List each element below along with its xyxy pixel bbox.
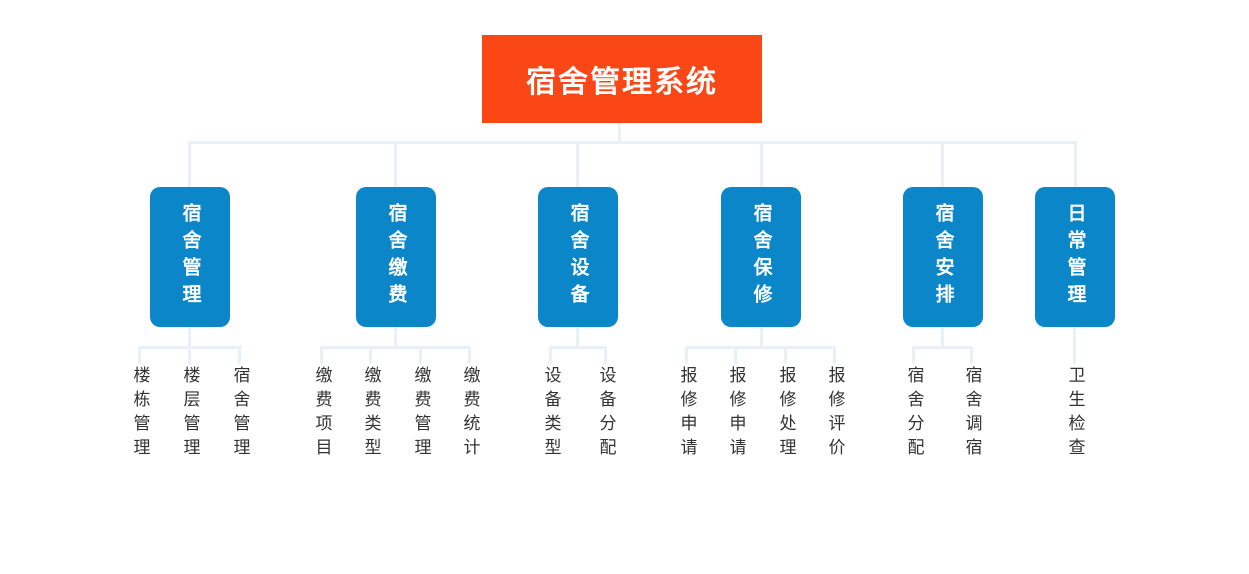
- leaf-node: 报修处理: [776, 366, 796, 462]
- branch-dorm-arrangement: 宿舍安排: [903, 187, 983, 327]
- connector-branch2-stub: [394, 327, 397, 348]
- connector-root-stub: [618, 123, 621, 143]
- branch-label: 宿舍设备: [567, 203, 589, 311]
- connector-branch1-stub: [188, 327, 191, 348]
- leaf-node: 缴费类型: [361, 366, 381, 462]
- leaf-node: 楼栋管理: [130, 366, 150, 462]
- connector-drop-branch-1: [188, 141, 191, 187]
- leaf-node: 缴费统计: [460, 366, 480, 462]
- connector-drop-branch-5: [941, 141, 944, 187]
- leaf-node: 设备分配: [596, 366, 616, 462]
- branch-dorm-repair: 宿舍保修: [721, 187, 801, 327]
- branch-label: 日常管理: [1064, 203, 1086, 311]
- connector-branch5-rail: [912, 346, 973, 349]
- leaf-node: 楼层管理: [180, 366, 200, 462]
- connector-branch4-drop-1: [685, 346, 688, 364]
- connector-branch6-stub: [1073, 327, 1076, 364]
- connector-branch1-drop-3: [238, 346, 241, 364]
- connector-branch5-drop-1: [912, 346, 915, 364]
- connector-branch1-drop-1: [138, 346, 141, 364]
- connector-branch4-stub: [760, 327, 763, 348]
- branch-label: 宿舍保修: [750, 203, 772, 311]
- connector-branch1-drop-2: [188, 346, 191, 364]
- connector-branch3-rail: [549, 346, 607, 349]
- connector-branch4-drop-4: [833, 346, 836, 364]
- branch-dorm-management: 宿舍管理: [150, 187, 230, 327]
- root-node-label: 宿舍管理系统: [526, 66, 718, 99]
- leaf-node: 报修申请: [726, 366, 746, 462]
- connector-branch4-drop-3: [784, 346, 787, 364]
- connector-drop-branch-6: [1074, 141, 1077, 187]
- connector-branch3-stub: [576, 327, 579, 348]
- connector-branch3-drop-2: [604, 346, 607, 364]
- branch-daily-management: 日常管理: [1035, 187, 1115, 327]
- connector-branch2-drop-2: [369, 346, 372, 364]
- connector-branch2-drop-1: [320, 346, 323, 364]
- connector-drop-branch-4: [760, 141, 763, 187]
- branch-label: 宿舍缴费: [385, 203, 407, 311]
- branch-label: 宿舍管理: [179, 203, 201, 311]
- connector-branch3-drop-1: [549, 346, 552, 364]
- leaf-node: 卫生检查: [1065, 366, 1085, 462]
- branch-dorm-equipment: 宿舍设备: [538, 187, 618, 327]
- connector-branch5-drop-2: [970, 346, 973, 364]
- leaf-node: 宿舍分配: [904, 366, 924, 462]
- leaf-node: 缴费项目: [312, 366, 332, 462]
- connector-branch4-rail: [685, 346, 835, 349]
- connector-level1-rail: [188, 141, 1077, 144]
- connector-branch2-drop-3: [419, 346, 422, 364]
- connector-branch2-rail: [320, 346, 470, 349]
- connector-drop-branch-3: [576, 141, 579, 187]
- leaf-node: 缴费管理: [411, 366, 431, 462]
- leaf-node: 宿舍管理: [230, 366, 250, 462]
- connector-drop-branch-2: [394, 141, 397, 187]
- connector-branch2-drop-4: [468, 346, 471, 364]
- leaf-node: 报修评价: [825, 366, 845, 462]
- branch-label: 宿舍安排: [932, 203, 954, 311]
- leaf-node: 报修申请: [677, 366, 697, 462]
- connector-branch4-drop-2: [734, 346, 737, 364]
- leaf-node: 设备类型: [541, 366, 561, 462]
- root-node: 宿舍管理系统: [482, 35, 762, 123]
- branch-dorm-payment: 宿舍缴费: [356, 187, 436, 327]
- leaf-node: 宿舍调宿: [962, 366, 982, 462]
- connector-branch5-stub: [941, 327, 944, 348]
